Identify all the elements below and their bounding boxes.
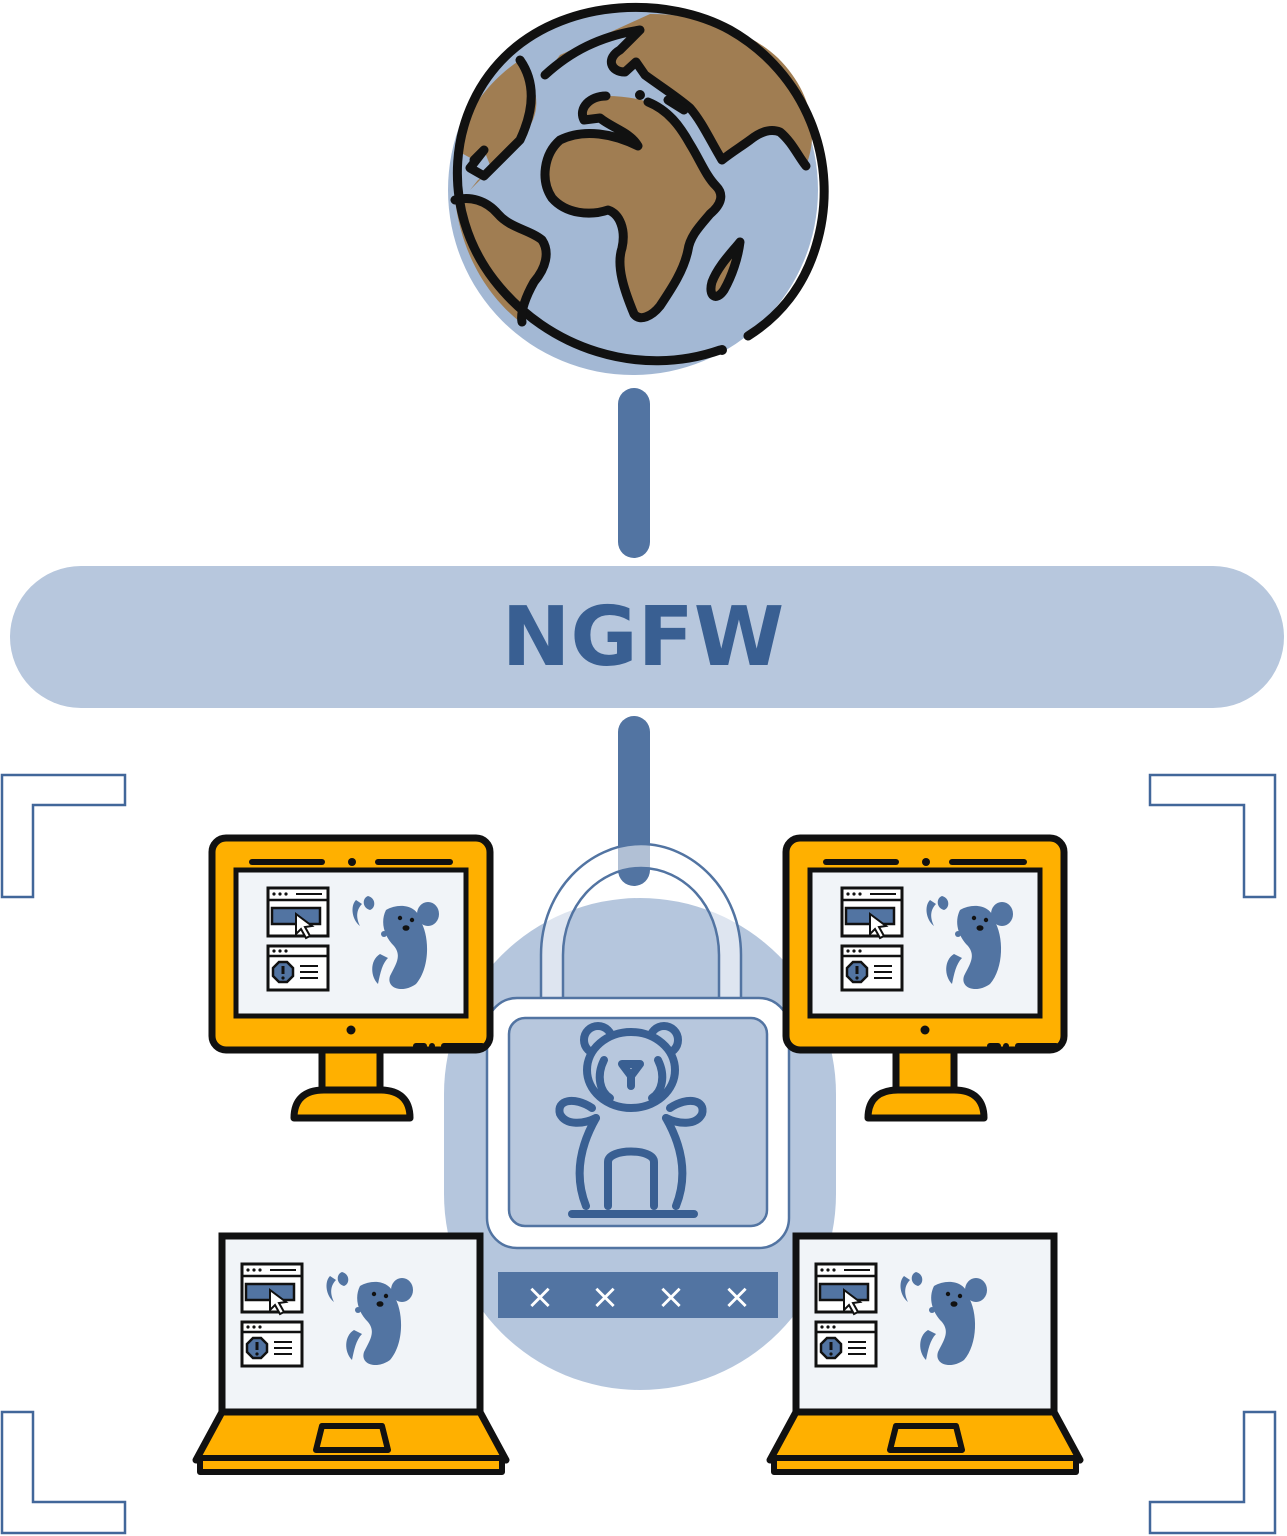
ngfw-firewall: NGFW bbox=[10, 566, 1284, 708]
padlock-icon bbox=[485, 842, 791, 1250]
laptop-icon bbox=[196, 1236, 506, 1472]
network-perimeter bbox=[0, 773, 1277, 1535]
password-char: × bbox=[657, 1277, 686, 1317]
bear-icon bbox=[555, 1022, 707, 1218]
masked-password-field: × × × × bbox=[498, 1272, 778, 1318]
bracket-bottom-left bbox=[0, 1410, 127, 1535]
bracket-top-right bbox=[1148, 773, 1277, 899]
laptop-icon bbox=[770, 1236, 1080, 1472]
password-char: × bbox=[526, 1277, 555, 1317]
uplink-connector bbox=[618, 388, 650, 558]
ngfw-label: NGFW bbox=[502, 590, 784, 685]
bracket-bottom-right bbox=[1148, 1410, 1277, 1535]
globe-icon bbox=[448, 2, 829, 375]
bracket-top-left bbox=[0, 773, 127, 899]
password-char: × bbox=[723, 1277, 752, 1317]
password-char: × bbox=[591, 1277, 620, 1317]
